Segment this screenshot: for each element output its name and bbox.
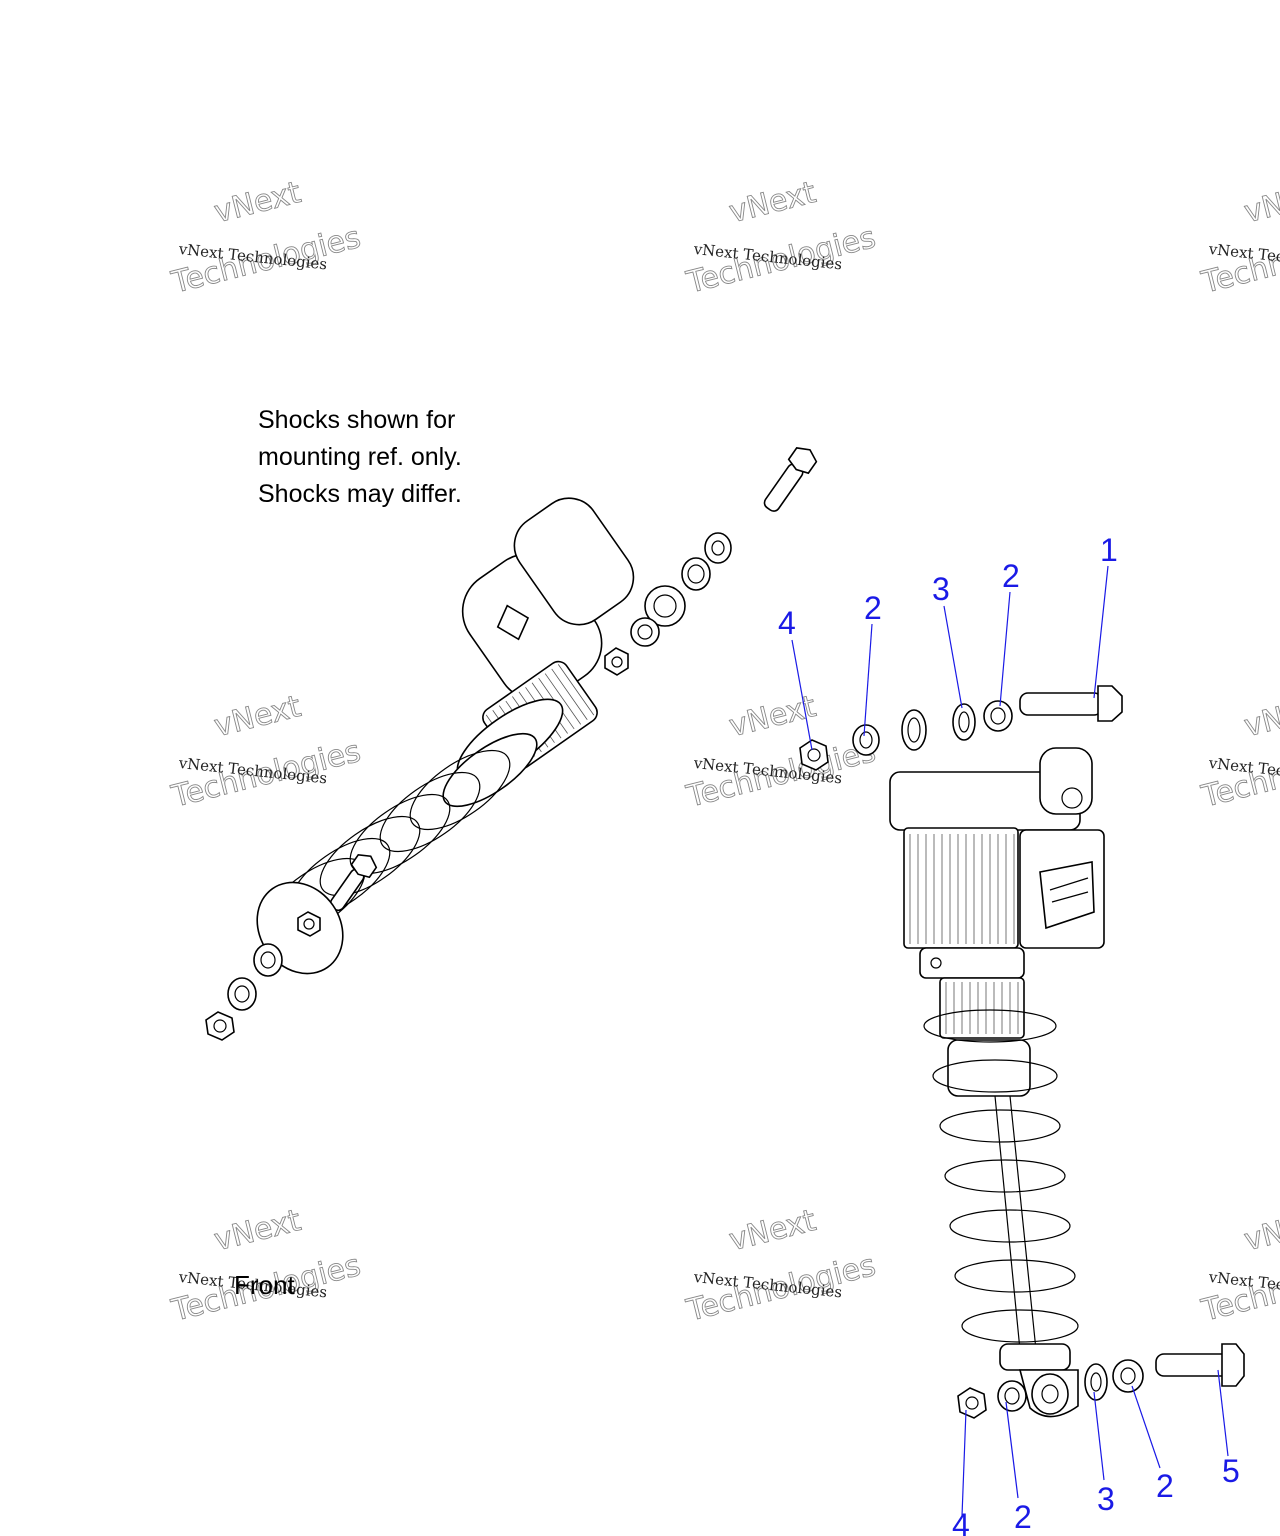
upper-bushing-right <box>983 700 1013 732</box>
lower-nut <box>957 1387 987 1419</box>
callout-1: 1 <box>1100 532 1118 568</box>
lower-bushing-right <box>1112 1359 1144 1393</box>
svg-text:vNext: vNext <box>726 175 820 230</box>
watermark: vNext Technologies vNext Technologies <box>167 175 364 302</box>
svg-text:vNext: vNext <box>1241 689 1280 744</box>
callout-4: 4 <box>952 1507 970 1536</box>
callout-4: 4 <box>778 605 796 641</box>
watermark: vNext Technologies vNext Technologies <box>682 175 879 302</box>
callout-2: 2 <box>864 590 882 626</box>
svg-text:vNext: vNext <box>726 1203 820 1258</box>
upper-bushing-left <box>852 724 880 756</box>
callout-2: 2 <box>1156 1468 1174 1504</box>
note-line: mounting ref. only. <box>258 443 462 471</box>
leader-lines <box>791 565 1229 1517</box>
watermark: vNext Technologies vNext Technologies <box>682 1203 879 1330</box>
svg-text:vNext: vNext <box>1241 175 1280 230</box>
callout-2: 2 <box>1014 1499 1032 1535</box>
watermark: vNext Technologies vNext Technologies <box>1197 175 1280 302</box>
left-lower-bushing <box>253 943 283 977</box>
front-label: Front <box>234 1270 295 1300</box>
callout-5: 5 <box>1222 1453 1240 1489</box>
watermark: vNext Technologies vNext Technologies <box>167 1203 364 1330</box>
mounting-note: Shocks shown for mounting ref. only. Sho… <box>258 406 462 508</box>
svg-text:vNext: vNext <box>211 1203 305 1258</box>
watermark-grid: vNext Technologies vNext Technologies vN… <box>167 175 1280 1330</box>
svg-text:vNext: vNext <box>211 689 305 744</box>
upper-nut <box>799 739 829 771</box>
left-lower-nut <box>205 1011 235 1041</box>
upper-bolt <box>1019 685 1123 722</box>
lower-washer <box>1084 1363 1108 1401</box>
watermark: vNext Technologies vNext Technologies <box>167 689 364 816</box>
lower-bolt <box>1155 1343 1245 1387</box>
left-upper-washer <box>681 557 711 591</box>
right-spring <box>923 1009 1079 1343</box>
note-line: Shocks may differ. <box>258 480 462 508</box>
left-upper-bolt <box>763 447 818 512</box>
watermark: vNext Technologies vNext Technologies <box>1197 1203 1280 1330</box>
lower-bushing-left <box>997 1380 1027 1412</box>
watermark: vNext Technologies vNext Technologies <box>1197 689 1280 816</box>
note-line: Shocks shown for <box>258 406 455 434</box>
svg-text:vNext: vNext <box>1241 1203 1280 1258</box>
callout-3: 3 <box>1097 1481 1115 1517</box>
right-shock-assembly <box>799 685 1245 1419</box>
upper-washer <box>952 703 976 741</box>
left-upper-bushing <box>704 532 732 564</box>
left-lower-washer <box>227 977 257 1011</box>
callout-3: 3 <box>932 571 950 607</box>
callout-2: 2 <box>1002 558 1020 594</box>
callouts: 1 2 3 2 4 4 2 3 2 5 <box>778 532 1240 1536</box>
left-shock-assembly <box>205 447 818 1041</box>
svg-text:vNext: vNext <box>211 175 305 230</box>
watermark: vNext Technologies vNext Technologies <box>682 689 879 816</box>
